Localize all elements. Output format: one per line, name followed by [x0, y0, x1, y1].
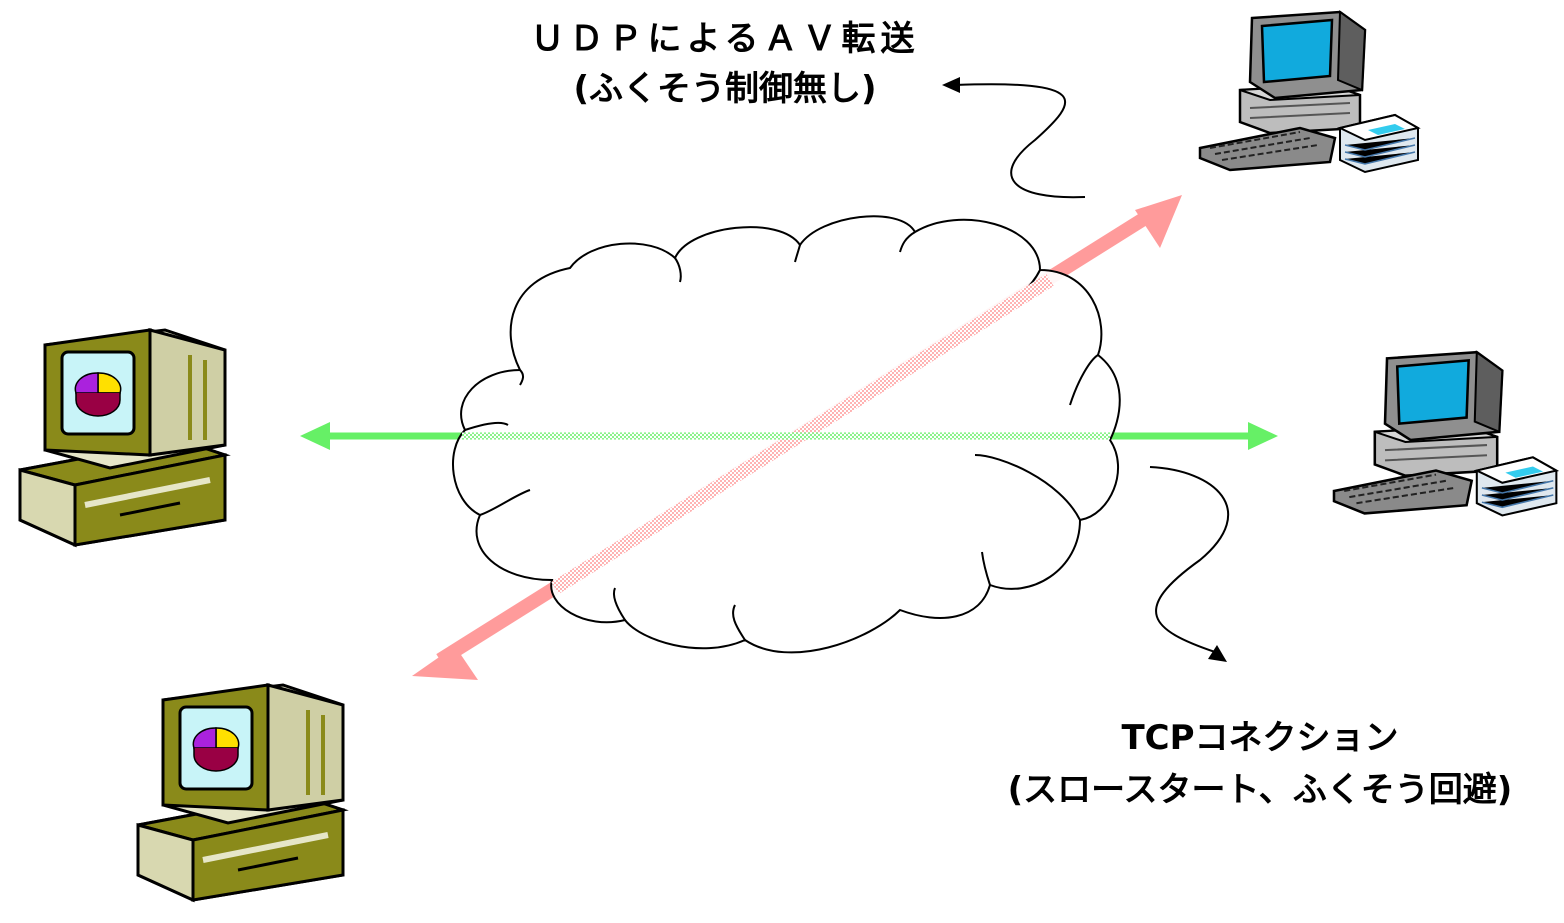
gray-computer-icon — [1198, 10, 1420, 174]
udp-callout-pointer — [942, 77, 1086, 199]
gray-computer-icon — [1332, 350, 1558, 517]
tcp-label-line2: (スロースタート、ふくそう回避) — [1007, 770, 1513, 810]
udp-label-line1: ＵＤＰによるＡＶ転送 — [530, 19, 920, 59]
udp-transfer-label: ＵＤＰによるＡＶ転送 (ふくそう制御無し) — [480, 14, 970, 114]
tcp-label-line1: TCPコネクション — [1121, 718, 1399, 758]
tcp-connection-label: TCPコネクション (スロースタート、ふくそう回避) — [960, 712, 1560, 816]
udp-label-line2: (ふくそう制御無し) — [573, 69, 877, 109]
olive-computer-icon — [138, 685, 343, 900]
tcp-callout-pointer — [1149, 466, 1230, 662]
olive-computer-icon — [20, 330, 225, 545]
